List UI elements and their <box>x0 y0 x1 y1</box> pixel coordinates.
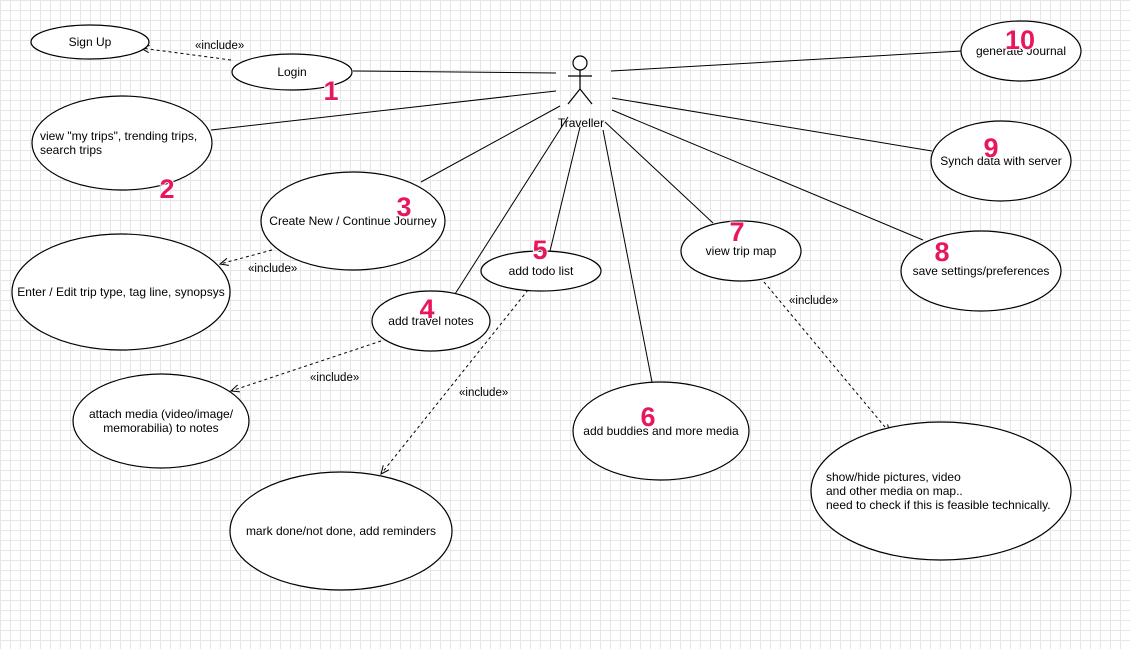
use-case-number: 3 <box>396 192 411 222</box>
use-case-ellipse[interactable] <box>900 230 1062 312</box>
include-arrowhead <box>218 257 229 266</box>
use-case-ellipse[interactable] <box>31 95 213 191</box>
use-case-enter-trip[interactable]: Enter / Edit trip type, tag line, synops… <box>11 233 231 351</box>
association-view-trips <box>210 90 557 131</box>
include-notes-attach: «include» <box>229 340 382 393</box>
use-case-label: add todo list <box>509 264 574 278</box>
include-line <box>230 340 382 392</box>
use-case-label: and other media on map.. <box>826 484 963 498</box>
include-arrowhead <box>380 465 390 475</box>
use-case-ellipse[interactable] <box>231 53 353 91</box>
use-case-ellipse[interactable] <box>11 233 231 351</box>
use-case-label: view trip map <box>706 244 777 258</box>
use-case-ellipse[interactable] <box>930 120 1072 202</box>
association-settings <box>611 109 924 241</box>
include-label: «include» <box>248 263 297 275</box>
association-buddies <box>602 129 653 383</box>
use-case-login[interactable]: Login 1 <box>231 53 353 107</box>
use-case-label: Create New / Continue Journey <box>269 214 436 228</box>
use-case-ellipse[interactable] <box>810 421 1072 561</box>
include-journey-enter: «include» <box>218 249 297 275</box>
association-travel-notes <box>454 116 569 295</box>
include-label: «include» <box>789 295 838 307</box>
use-case-ellipse[interactable] <box>371 290 491 352</box>
include-label: «include» <box>195 40 244 52</box>
use-case-number: 8 <box>934 237 949 267</box>
use-case-label: Synch data with server <box>940 154 1061 168</box>
use-case-ellipse[interactable] <box>960 20 1082 82</box>
use-case-ellipse[interactable] <box>30 24 150 60</box>
use-case-number: 1 <box>323 76 338 106</box>
use-case-ellipse[interactable] <box>260 171 446 271</box>
association-trip-map <box>604 121 714 224</box>
use-case-label: memorabilia) to notes <box>103 421 218 435</box>
use-case-label: add travel notes <box>388 314 473 328</box>
include-map-showhide: «include» <box>763 281 891 434</box>
association-journey <box>420 105 561 183</box>
use-case-number: 5 <box>532 235 547 265</box>
use-cases: Sign Up Login 1 view "my trips", trending t… <box>11 20 1082 591</box>
association-todo <box>549 126 581 252</box>
association-login <box>352 70 557 74</box>
use-case-number: 4 <box>419 294 434 324</box>
use-case-label: Enter / Edit trip type, tag line, synops… <box>17 285 224 299</box>
associations <box>210 50 963 383</box>
use-case-label: need to check if this is feasible techni… <box>826 498 1051 512</box>
use-case-view-trips[interactable]: view "my trips", trending trips,search t… <box>31 95 213 205</box>
include-todo-markdone: «include» <box>380 289 529 475</box>
use-case-attach-media[interactable]: attach media (video/image/memorabilia) t… <box>72 373 250 469</box>
use-case-mark-done[interactable]: mark done/not done, add reminders <box>229 471 453 591</box>
use-case-label: save settings/preferences <box>913 264 1050 278</box>
use-case-number: 10 <box>1005 25 1035 55</box>
association-synch <box>611 97 933 152</box>
use-case-ellipse[interactable] <box>480 250 602 292</box>
use-case-label: attach media (video/image/ <box>89 407 234 421</box>
actor-name: Traveller <box>558 116 604 130</box>
use-case-label: add buddies and more media <box>583 424 739 438</box>
use-case-label: Login <box>277 65 306 79</box>
include-label: «include» <box>310 372 359 384</box>
include-line <box>763 281 891 434</box>
include-arrowhead <box>229 384 241 393</box>
use-case-label: view "my trips", trending trips, <box>40 129 197 143</box>
use-case-label: mark done/not done, add reminders <box>246 524 436 538</box>
use-case-ellipse[interactable] <box>229 471 453 591</box>
use-case-label: generate Journal <box>976 44 1066 58</box>
use-case-number: 6 <box>640 402 655 432</box>
use-case-ellipse[interactable] <box>572 381 750 481</box>
use-case-label: Sign Up <box>69 35 112 49</box>
use-case-number: 2 <box>159 174 174 204</box>
use-case-number: 9 <box>983 133 998 163</box>
include-line <box>219 249 273 265</box>
include-login-signup: «include» <box>139 40 244 61</box>
use-case-number: 7 <box>729 217 744 247</box>
use-case-label: show/hide pictures, video <box>826 470 961 484</box>
use-case-ellipse[interactable] <box>680 220 802 282</box>
use-case-label: search trips <box>40 143 102 157</box>
traveller-actor[interactable]: Traveller <box>558 55 604 130</box>
association-journal <box>610 50 963 72</box>
include-dependencies: «include» «include» «include» «include» «inc… <box>139 40 891 475</box>
use-case-ellipse[interactable] <box>72 373 250 469</box>
use-case-signup[interactable]: Sign Up <box>30 24 150 60</box>
include-label: «include» <box>459 387 508 399</box>
